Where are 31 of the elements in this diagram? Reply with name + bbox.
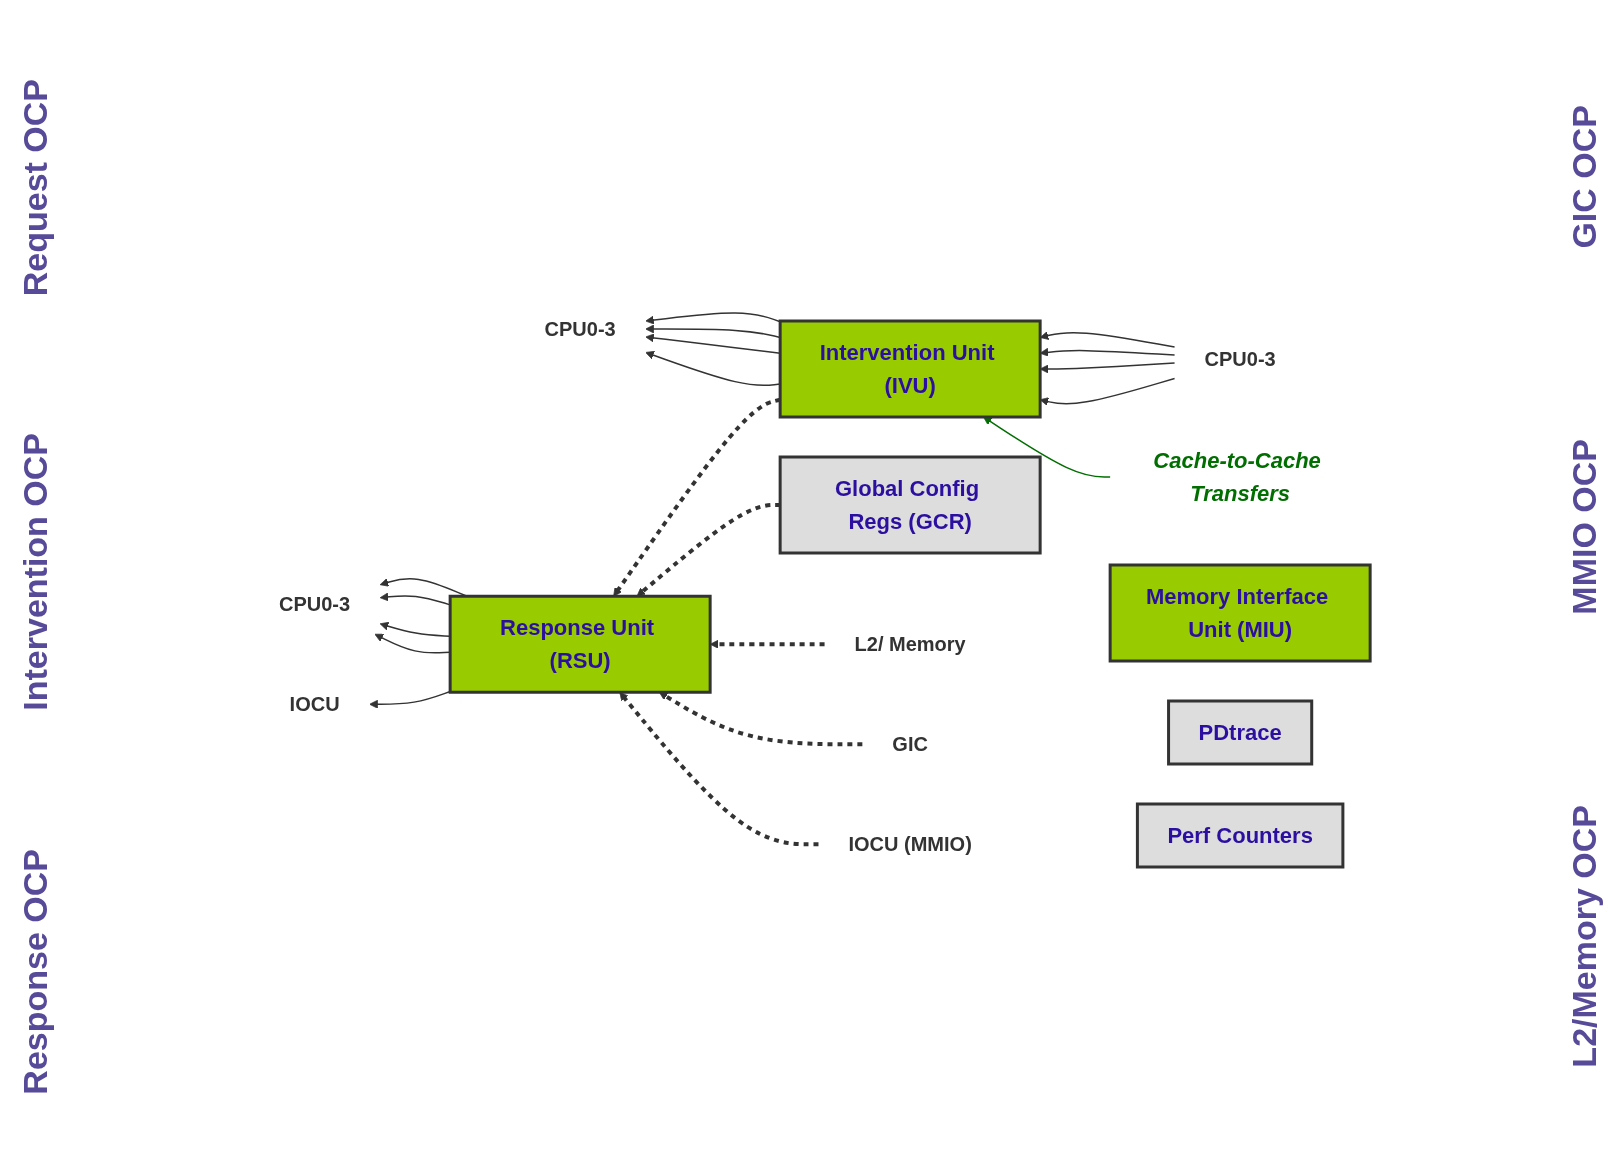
- node-box: Memory Interface Unit (MIU): [1108, 563, 1372, 663]
- node-text: CPU0-3: [278, 593, 351, 616]
- arrow: [645, 350, 781, 386]
- node-text: IOCU: [289, 693, 340, 716]
- arrow: [636, 502, 781, 597]
- node-box: Response Unit (RSU): [448, 594, 712, 694]
- side-label: Response OCP: [15, 848, 55, 1095]
- side-label: L2/Memory OCP: [1564, 805, 1604, 1068]
- node-text: GIC: [892, 733, 928, 756]
- arrow: [613, 397, 781, 597]
- arrow: [369, 690, 451, 709]
- node-box: PDtrace: [1167, 699, 1314, 766]
- side-label: MMIO OCP: [1564, 439, 1604, 615]
- arrow: [645, 324, 781, 339]
- node-text: IOCU (MMIO): [848, 833, 972, 856]
- node-box: Perf Counters: [1135, 802, 1345, 869]
- node-box: Global Config Regs (GCR): [778, 455, 1042, 555]
- side-label: Request OCP: [15, 78, 55, 296]
- arrow: [645, 333, 781, 354]
- arrow: [645, 312, 781, 325]
- arrow: [379, 621, 451, 637]
- node-box: Intervention Unit (IVU): [778, 319, 1042, 419]
- node-text: L2/ Memory: [854, 633, 966, 656]
- node-text: CPU0-3: [1204, 347, 1276, 370]
- side-label: GIC OCP: [1564, 105, 1604, 249]
- arrow: [379, 592, 451, 606]
- node-text: Cache-to-Cache Transfers: [1153, 447, 1321, 506]
- side-label: Intervention OCP: [15, 433, 55, 712]
- node-text: CPU0-3: [544, 317, 616, 340]
- arrow: [374, 633, 451, 654]
- arrow: [983, 416, 1111, 478]
